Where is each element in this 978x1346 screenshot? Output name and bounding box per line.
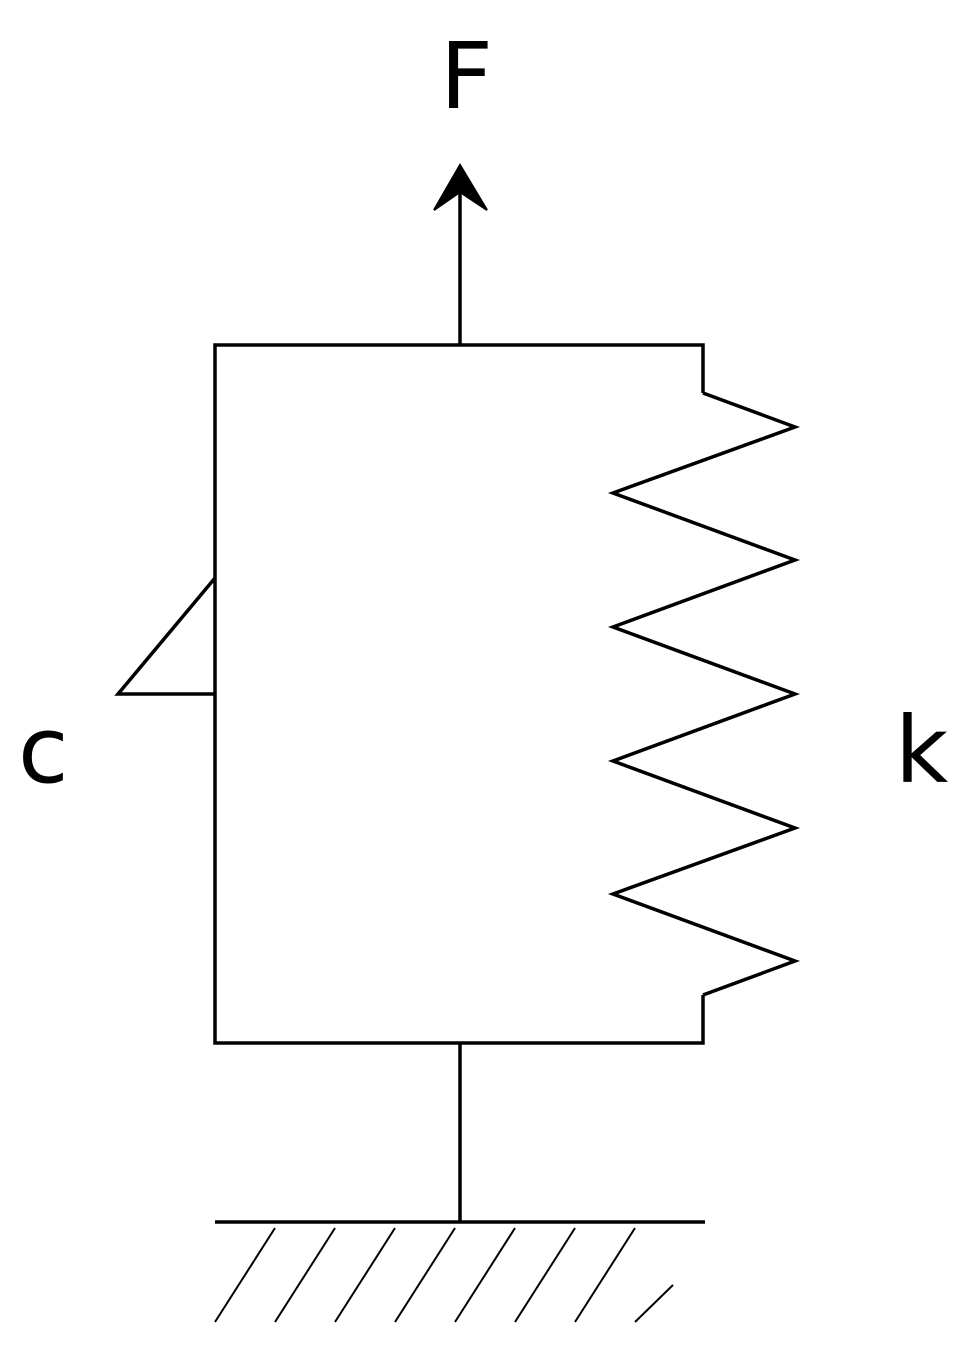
force-label: F bbox=[440, 23, 493, 130]
ground-hatching bbox=[214, 1227, 674, 1323]
damper-element bbox=[114, 576, 217, 696]
connector-frame bbox=[213, 343, 705, 1045]
spring-label: k bbox=[895, 697, 949, 804]
damper-label: c bbox=[18, 697, 69, 804]
hatch-line bbox=[574, 1227, 636, 1323]
hatch-line bbox=[514, 1227, 576, 1323]
force-arrow bbox=[433, 163, 488, 345]
spring-element bbox=[607, 391, 801, 997]
ground-support bbox=[214, 1220, 705, 1323]
force-arrowhead bbox=[433, 163, 488, 211]
hatch-line bbox=[454, 1227, 516, 1323]
hatch-line bbox=[274, 1227, 336, 1323]
hatch-line bbox=[334, 1227, 396, 1323]
hatch-line bbox=[214, 1227, 276, 1323]
hatch-line bbox=[394, 1227, 456, 1323]
hatch-line bbox=[634, 1284, 674, 1323]
